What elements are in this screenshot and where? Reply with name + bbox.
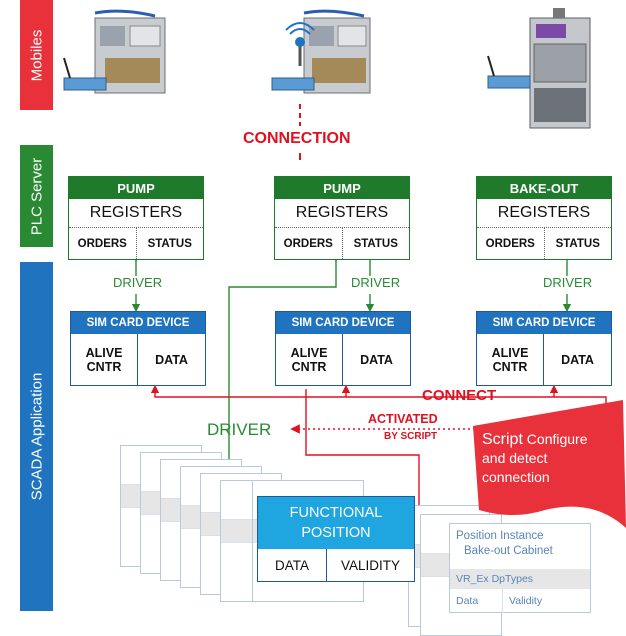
sim-card-device-1: SIM CARD DEVICE ALIVE CNTR DATA bbox=[70, 311, 206, 386]
plc-box-title: PUMP bbox=[69, 177, 203, 199]
plc-box-title: PUMP bbox=[275, 177, 409, 199]
driver-label-1: DRIVER bbox=[113, 275, 163, 290]
activated-label: ACTIVATED bbox=[368, 412, 438, 426]
registers-label: REGISTERS bbox=[275, 199, 409, 228]
and-detect-text: and detect bbox=[482, 450, 548, 466]
functional-position-line2: POSITION bbox=[301, 525, 371, 541]
orders-label: ORDERS bbox=[275, 228, 343, 259]
connection-label: CONNECTION bbox=[243, 130, 351, 147]
functional-position-line1: FUNCTIONAL bbox=[289, 505, 383, 521]
status-label: STATUS bbox=[555, 237, 600, 250]
position-instance-bake-out: Position Instance Bake-out Cabinet VR_Ex… bbox=[449, 523, 591, 613]
driver-label-2: DRIVER bbox=[351, 275, 401, 290]
data-column: Data bbox=[450, 589, 503, 613]
script-word: Script bbox=[482, 431, 523, 448]
status-label: STATUS bbox=[353, 237, 398, 250]
connect-label: CONNECT bbox=[422, 387, 497, 404]
by-script-label: BY SCRIPT bbox=[384, 431, 438, 442]
band-plc-server: PLC Server bbox=[20, 145, 53, 247]
functional-position-data: DATA bbox=[258, 549, 327, 581]
sim-card-device-2: SIM CARD DEVICE ALIVE CNTR DATA bbox=[275, 311, 411, 386]
alive-counter-label: ALIVE CNTR bbox=[477, 334, 544, 385]
band-mobiles: Mobiles bbox=[20, 0, 53, 110]
orders-label: ORDERS bbox=[477, 228, 545, 259]
script-callout-shape bbox=[473, 400, 626, 528]
alive-counter-label: ALIVE CNTR bbox=[276, 334, 343, 385]
registers-label: REGISTERS bbox=[69, 199, 203, 228]
plc-box-title: BAKE-OUT bbox=[477, 177, 611, 199]
bake-out-cabinet-illustration bbox=[487, 8, 591, 129]
band-scada: SCADA Application bbox=[20, 262, 53, 611]
sim-card-title: SIM CARD DEVICE bbox=[276, 312, 410, 334]
sim-card-title: SIM CARD DEVICE bbox=[477, 312, 611, 334]
plc-box-pump-2: PUMP REGISTERS ORDERS STATUS bbox=[274, 176, 410, 260]
position-instance-subtitle: Bake-out Cabinet bbox=[464, 545, 553, 557]
plc-box-pump-1: PUMP REGISTERS ORDERS STATUS bbox=[68, 176, 204, 260]
plc-box-bake-out: BAKE-OUT REGISTERS ORDERS STATUS bbox=[476, 176, 612, 260]
pump-mobile-1-illustration bbox=[63, 9, 166, 94]
data-label: DATA bbox=[155, 352, 188, 367]
registers-label: REGISTERS bbox=[477, 199, 611, 228]
data-label: DATA bbox=[561, 352, 594, 367]
functional-position-validity: VALIDITY bbox=[340, 557, 401, 573]
connection-text: connection bbox=[482, 469, 550, 485]
sim-card-title: SIM CARD DEVICE bbox=[71, 312, 205, 334]
driver-label-3: DRIVER bbox=[543, 275, 593, 290]
sim-card-device-3: SIM CARD DEVICE ALIVE CNTR DATA bbox=[476, 311, 612, 386]
orders-label: ORDERS bbox=[69, 228, 137, 259]
status-label: STATUS bbox=[147, 237, 192, 250]
driver-main-label: DRIVER bbox=[207, 420, 272, 439]
validity-column: Validity bbox=[509, 595, 543, 607]
position-instance-title: Position Instance bbox=[456, 530, 544, 542]
dptype-label: VR_Ex DpTypes bbox=[450, 569, 590, 589]
script-callout-text: Script Configure and detect connection bbox=[482, 430, 622, 487]
alive-counter-label: ALIVE CNTR bbox=[71, 334, 138, 385]
data-label: DATA bbox=[360, 352, 393, 367]
configure-word: Configure bbox=[526, 431, 588, 447]
pump-mobile-2-illustration bbox=[271, 9, 371, 94]
functional-position-box: FUNCTIONAL POSITION DATA VALIDITY bbox=[257, 496, 415, 582]
